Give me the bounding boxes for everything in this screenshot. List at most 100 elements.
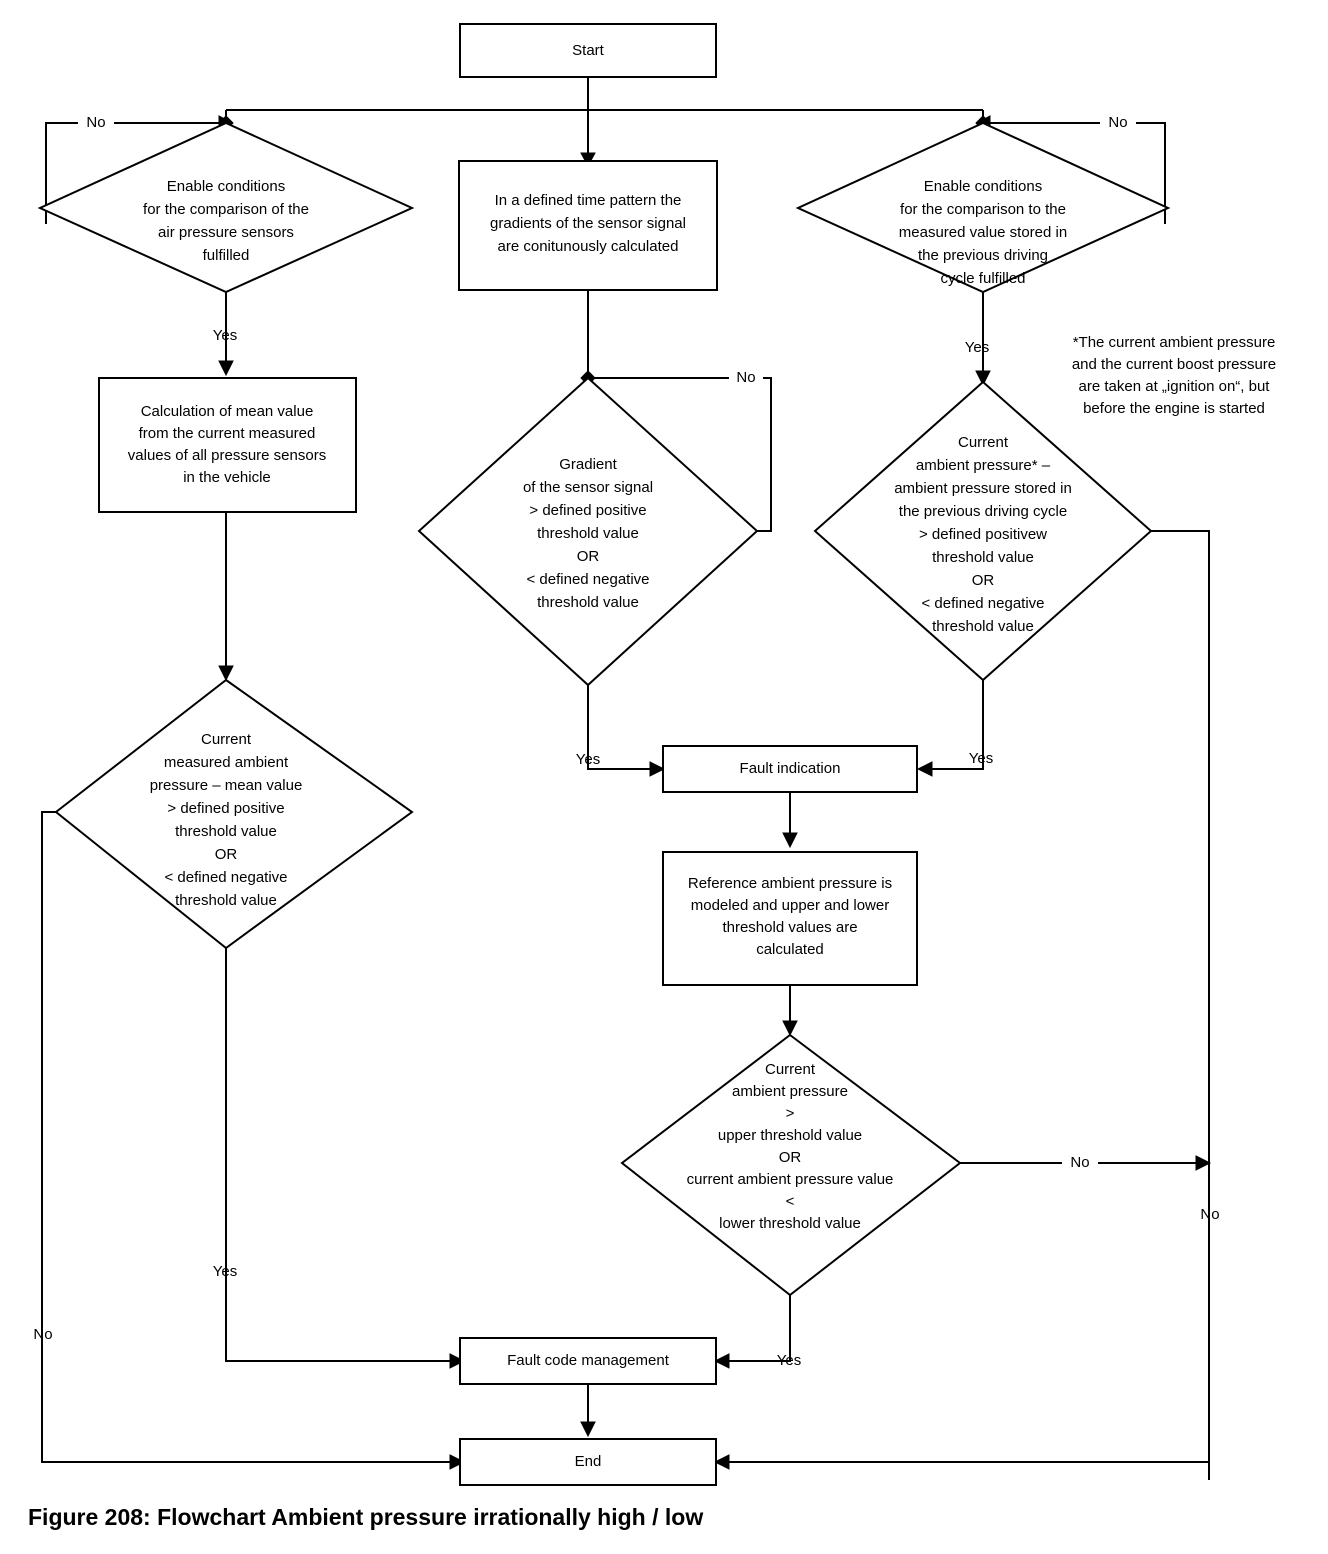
arrowhead-threshold-chk — [782, 1020, 798, 1037]
footnote-line-0: *The current ambient pressure — [1073, 334, 1276, 351]
label-bg-no-left — [78, 112, 114, 134]
edge-mean-chk-no — [41, 811, 450, 1463]
node-gradient-check-line-1: of the sensor signal — [523, 479, 653, 496]
node-fault-code-management[interactable]: Fault code management — [459, 1337, 717, 1385]
node-gradient-check-line-2: > defined positive — [529, 502, 646, 519]
node-gradient-check-line-5: < defined negative — [526, 571, 649, 588]
edge-prev-cycle-right — [1151, 530, 1210, 1480]
edge-prev-cycle-yes — [925, 680, 984, 770]
node-prev-cycle-line-0: Current — [958, 434, 1009, 451]
label-bg-no-gradient — [729, 367, 763, 389]
node-fault-indication-line-0: Fault indication — [740, 760, 841, 777]
node-mean-calc-line-2: values of all pressure sensors — [128, 447, 326, 464]
edge-label-yes-right-enable: Yes — [965, 339, 989, 356]
node-threshold-check[interactable]: Current ambient pressure > upper thresho… — [620, 1033, 962, 1297]
node-gradients[interactable]: In a defined time pattern the gradients … — [458, 160, 718, 291]
footnote-line-2: are taken at „ignition on“, but — [1079, 378, 1271, 395]
node-gradients-line-0: In a defined time pattern the — [495, 192, 682, 209]
node-gradients-line-2: are conitunously calculated — [498, 238, 679, 255]
node-prev-cycle-check[interactable]: Current ambient pressure* – ambient pres… — [813, 380, 1153, 682]
node-enable-right-line-0: Enable conditions — [924, 178, 1042, 195]
edge-label-yes-left-enable: Yes — [213, 327, 237, 344]
node-enable-left[interactable]: Enable conditions for the comparison of … — [37, 121, 415, 294]
node-prev-cycle-line-1: ambient pressure* – — [916, 457, 1051, 474]
node-mean-calc-line-0: Calculation of mean value — [141, 403, 314, 420]
node-enable-right-line-3: the previous driving — [918, 247, 1048, 264]
node-mean-check-line-3: > defined positive — [167, 800, 284, 817]
label-bg-no-right — [1100, 112, 1136, 134]
node-gradient-check-line-4: OR — [577, 548, 600, 565]
arrowhead-fault-ind-left — [649, 761, 666, 777]
node-mean-calc-line-3: in the vehicle — [183, 469, 271, 486]
node-start-line-0: Start — [572, 42, 605, 59]
arrowhead-end-right — [713, 1454, 730, 1470]
arrowhead-fault-ind-right — [916, 761, 933, 777]
arrowhead-mean-chk — [218, 665, 234, 682]
node-fault-indication[interactable]: Fault indication — [662, 745, 918, 793]
node-prev-cycle-line-5: threshold value — [932, 549, 1034, 566]
arrowhead-prev-cycle — [975, 370, 991, 387]
node-mean-check-line-6: < defined negative — [164, 869, 287, 886]
node-mean-check-line-7: threshold value — [175, 892, 277, 909]
node-reference-model-line-1: modeled and upper and lower — [691, 897, 889, 914]
node-threshold-check-line-0: Current — [765, 1061, 816, 1078]
node-mean-check-line-4: threshold value — [175, 823, 277, 840]
arrowhead-ref-model — [782, 832, 798, 849]
node-threshold-check-line-2: > — [786, 1105, 795, 1122]
node-enable-right-line-1: for the comparison to the — [900, 201, 1066, 218]
edge-left-enable-no — [45, 122, 226, 224]
node-prev-cycle-line-2: ambient pressure stored in — [894, 480, 1072, 497]
edge-label-no-right-rail: No — [1200, 1206, 1219, 1223]
node-end[interactable]: End — [459, 1438, 717, 1486]
figure-caption: Figure 208: Flowchart Ambient pressure i… — [28, 1504, 704, 1530]
edge-label-no-left-enable: No — [86, 114, 105, 131]
node-enable-left-line-1: for the comparison of the — [143, 201, 309, 218]
node-reference-model-line-3: calculated — [756, 941, 824, 958]
edge-label-no-gradient: No — [736, 369, 755, 386]
node-enable-left-line-2: air pressure sensors — [158, 224, 294, 241]
node-reference-model-line-2: threshold values are — [722, 919, 857, 936]
footnote-line-3: before the engine is started — [1083, 400, 1265, 417]
node-start[interactable]: Start — [459, 23, 717, 78]
node-mean-check-line-2: pressure – mean value — [150, 777, 303, 794]
node-prev-cycle-line-8: threshold value — [932, 618, 1034, 635]
node-gradient-check-line-3: threshold value — [537, 525, 639, 542]
node-enable-left-line-0: Enable conditions — [167, 178, 285, 195]
node-mean-check-line-5: OR — [215, 846, 238, 863]
node-threshold-check-line-4: OR — [779, 1149, 802, 1166]
arrowhead-right-rail — [1195, 1155, 1212, 1171]
node-prev-cycle-line-3: the previous driving cycle — [899, 503, 1067, 520]
node-fault-code-line-0: Fault code management — [507, 1352, 670, 1369]
node-threshold-check-line-5: current ambient pressure value — [687, 1171, 894, 1188]
edge-label-yes-threshold: Yes — [777, 1352, 801, 1369]
footnote-line-1: and the current boost pressure — [1072, 356, 1276, 373]
arrowhead-fault-code-right — [713, 1353, 730, 1369]
edge-label-no-threshold: No — [1070, 1154, 1089, 1171]
edge-gradient-no — [588, 377, 772, 532]
node-mean-check[interactable]: Current measured ambient pressure – mean… — [54, 678, 414, 950]
node-end-line-0: End — [575, 1453, 602, 1470]
node-threshold-check-line-3: upper threshold value — [718, 1127, 862, 1144]
node-reference-model-line-0: Reference ambient pressure is — [688, 875, 892, 892]
edge-label-no-right-enable: No — [1108, 114, 1127, 131]
node-gradients-line-1: gradients of the sensor signal — [490, 215, 686, 232]
node-mean-calc-line-1: from the current measured — [139, 425, 316, 442]
node-gradient-check[interactable]: Gradient of the sensor signal > defined … — [417, 376, 759, 687]
node-prev-cycle-line-4: > defined positivew — [919, 526, 1047, 543]
edge-right-enable-no — [983, 122, 1166, 224]
arrowhead-mean-calc — [218, 360, 234, 377]
node-enable-right[interactable]: Enable conditions for the comparison to … — [795, 121, 1171, 294]
node-threshold-check-line-1: ambient pressure — [732, 1083, 848, 1100]
arrowhead-end-top — [580, 1421, 596, 1438]
node-mean-check-line-0: Current — [201, 731, 252, 748]
node-prev-cycle-line-7: < defined negative — [921, 595, 1044, 612]
edge-mean-chk-yes — [225, 948, 450, 1362]
edge-label-yes-prev-cycle: Yes — [969, 750, 993, 767]
footnote-note: *The current ambient pressure and the cu… — [1072, 334, 1276, 417]
node-mean-calc[interactable]: Calculation of mean value from the curre… — [98, 377, 357, 513]
node-enable-left-line-3: fulfilled — [203, 247, 250, 264]
node-threshold-check-line-6: < — [786, 1193, 795, 1210]
arrowhead-end-left — [449, 1454, 466, 1470]
node-reference-model[interactable]: Reference ambient pressure is modeled an… — [662, 851, 918, 986]
